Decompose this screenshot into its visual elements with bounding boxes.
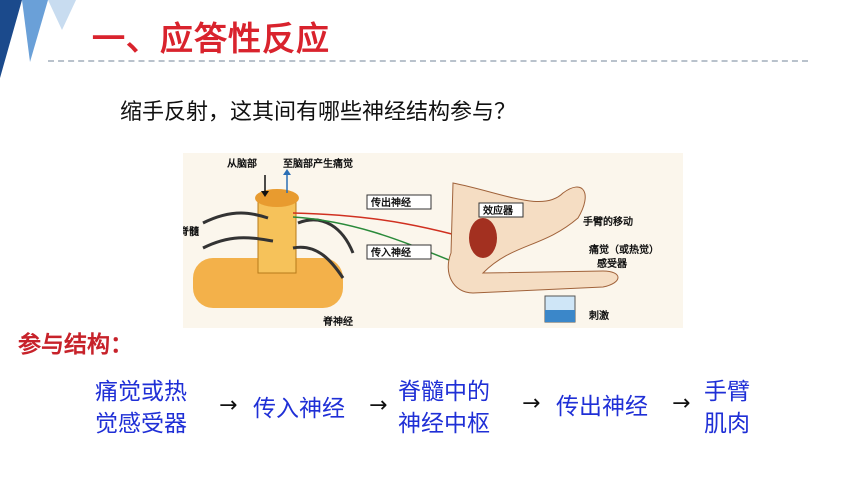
node-center-line2: 神经中枢 <box>398 411 490 437</box>
label-to-brain: 至脑部产生痛觉 <box>283 157 353 170</box>
label-from-brain: 从脑部 <box>227 157 257 170</box>
node-receptor-line1: 痛觉或热 <box>95 379 187 405</box>
node-receptor-line2: 觉感受器 <box>95 411 187 437</box>
node-receptor: 痛觉或热 觉感受器 <box>95 376 187 440</box>
node-afferent: 传入神经 <box>253 396 345 422</box>
label-stimulus: 刺激 <box>588 309 609 322</box>
arrow-2: → <box>369 393 388 418</box>
node-muscle: 手臂 肌肉 <box>704 376 750 440</box>
question-text: 缩手反射，这其间有哪些神经结构参与？ <box>120 100 517 125</box>
reflex-arc-figure: 从脑部 至脑部产生痛觉 脊髓 传出神经 效应器 手臂的移动 传入神经 痛觉（或热… <box>183 153 683 328</box>
node-muscle-line1: 手臂 <box>704 379 750 405</box>
label-spinal-cord: 脊髓 <box>183 225 200 238</box>
label-pain-2: 感受器 <box>597 257 628 270</box>
node-muscle-line2: 肌肉 <box>704 411 750 437</box>
label-spinal-nerve: 脊神经 <box>322 315 353 328</box>
node-efferent: 传出神经 <box>556 394 648 420</box>
arrow-1: → <box>219 393 238 418</box>
title-divider <box>48 60 808 62</box>
node-center: 脊髓中的 神经中枢 <box>398 376 490 440</box>
label-afferent: 传入神经 <box>370 246 411 259</box>
label-efferent: 传出神经 <box>370 196 411 209</box>
structure-label: 参与结构： <box>18 332 133 358</box>
corner-decoration <box>0 0 76 78</box>
label-arm-move: 手臂的移动 <box>583 215 633 228</box>
arrow-4: → <box>672 391 691 416</box>
label-effector: 效应器 <box>483 204 514 217</box>
node-center-line1: 脊髓中的 <box>398 379 490 405</box>
arrow-3: → <box>522 391 541 416</box>
page-title: 一、应答性反应 <box>92 19 330 58</box>
label-pain-1: 痛觉（或热觉） <box>588 243 659 256</box>
